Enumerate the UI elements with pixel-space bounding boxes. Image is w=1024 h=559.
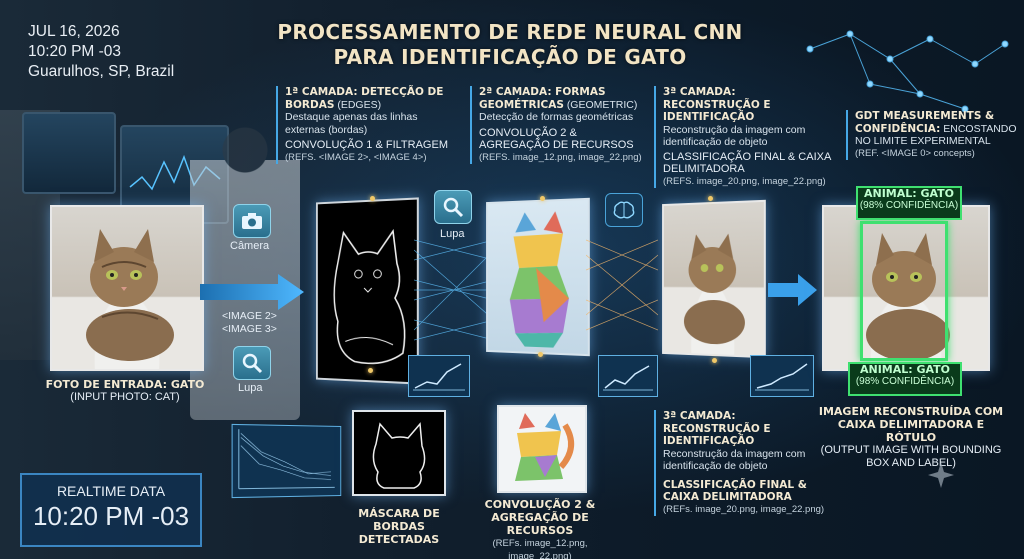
input-refs-line1: <IMAGE 2>	[222, 310, 277, 322]
bounding-box	[860, 221, 948, 361]
sparkle-icon	[928, 462, 954, 488]
layer2-conv: CONVOLUÇÃO 2 & AGREGAÇÃO DE RECURSOS	[479, 126, 634, 152]
layer3-desc: Reconstrução da imagem com identificação…	[663, 123, 806, 149]
layer1-refs: (REFS. <IMAGE 2>, <IMAGE 4>)	[285, 151, 427, 163]
location-text: Guarulhos, SP, Brazil	[28, 63, 175, 80]
scatter-graph-icon	[231, 423, 342, 499]
label-bottom-sub: (98% CONFIDÊNCIA)	[855, 376, 955, 387]
conv2-caption: CONVOLUÇÃO 2 & AGREGAÇÃO DE RECURSOS (RE…	[465, 498, 615, 559]
layer3-bottom-class-header: CLASSIFICAÇÃO FINAL & CAIXA DELIMITADORA	[663, 478, 807, 504]
line-graph-icon	[598, 355, 658, 397]
output-caption-sub: (OUTPUT IMAGE WITH BOUNDING BOX AND LABE…	[820, 444, 1002, 469]
cat-outline-icon	[318, 200, 417, 383]
layer3-refs: (REFS. image_20.png, image_22.png)	[663, 175, 826, 187]
neural-connections-icon	[586, 239, 658, 331]
page-title: PROCESSAMENTO DE REDE NEURAL CNN PARA ID…	[250, 20, 770, 70]
label-box-top: ANIMAL: GATO (98% CONFIDÊNCIA)	[856, 186, 962, 220]
edge-mask-panel	[352, 410, 446, 496]
layer3-bottom-refs: (REFs. image_20.png, image_22.png)	[663, 503, 825, 515]
camera-label: Câmera	[230, 240, 270, 252]
line-graph-icon	[750, 355, 814, 397]
reconstruction-panel	[662, 199, 766, 359]
leader-dot	[538, 352, 543, 357]
conv2-caption-header: CONVOLUÇÃO 2 & AGREGAÇÃO DE RECURSOS	[484, 498, 596, 537]
neural-connections-icon	[414, 239, 494, 341]
cat-icon	[86, 229, 174, 361]
leader-dot	[540, 196, 545, 201]
layer1-conv: CONVOLUÇÃO 1 & FILTRAGEM	[285, 139, 448, 151]
realtime-time: 10:20 PM -03	[32, 501, 190, 531]
mask-caption-line1: MÁSCARA DE	[358, 507, 440, 520]
input-caption-sub: (INPUT PHOTO: CAT)	[70, 391, 180, 403]
layer2-header: 2ª CAMADA: FORMAS GEOMÉTRICAS	[479, 86, 606, 111]
layer1-description: 1ª CAMADA: DETECÇÃO DE BORDAS (EDGES) De…	[276, 86, 455, 164]
leader-dot	[712, 358, 717, 363]
input-caption: FOTO DE ENTRADA: GATO (INPUT PHOTO: CAT)	[30, 378, 220, 404]
label-top-header: ANIMAL: GATO	[863, 187, 955, 200]
output-caption: IMAGEM RECONSTRUÍDA COM CAIXA DELIMITADO…	[818, 405, 1004, 470]
input-refs-line2: <IMAGE 3>	[222, 323, 277, 335]
time-text: 10:20 PM -03	[28, 43, 122, 60]
realtime-panel: REALTIME DATA 10:20 PM -03	[20, 473, 202, 547]
gdt-body: ENCOSTANDO NO LIMITE EXPERIMENTAL	[855, 122, 1017, 148]
gdt-refs: (REF. <IMAGE 0> concepts)	[855, 147, 975, 159]
layer3-conv: CLASSIFICAÇÃO FINAL & CAIXA DELIMITADORA	[663, 150, 831, 176]
layer3-bottom-desc: Reconstrução da imagem com identificação…	[663, 447, 806, 473]
camera-icon	[233, 204, 271, 238]
layer1-header: 1ª CAMADA: DETECÇÃO DE BORDAS	[285, 86, 444, 111]
layer1-desc: Destaque apenas das linhas externas (bor…	[285, 111, 418, 136]
input-photo	[50, 205, 204, 371]
layer1-sub: (EDGES)	[337, 98, 382, 111]
background-monitor-left	[22, 112, 116, 194]
output-photo	[822, 205, 990, 371]
brain-icon	[605, 193, 643, 227]
layer3-bottom-description: 3ª CAMADA: RECONSTRUÇÃO E IDENTIFICAÇÃO …	[654, 410, 825, 516]
mask-caption: MÁSCARA DE BORDAS DETECTADAS	[334, 507, 464, 546]
line-graph-icon	[408, 355, 470, 397]
title-line-1: PROCESSAMENTO DE REDE NEURAL CNN	[277, 20, 743, 44]
magnifier-label-top: Lupa	[440, 228, 465, 240]
layer3-header: 3ª CAMADA: RECONSTRUÇÃO E IDENTIFICAÇÃO	[663, 86, 771, 123]
title-line-2: PARA IDENTIFICAÇÃO DE GATO	[333, 45, 687, 69]
edge-detection-panel	[316, 197, 419, 385]
datetime-block: JUL 16, 2026 10:20 PM -03 Guarulhos, SP,…	[28, 22, 174, 82]
magnifier-label-bottom: Lupa	[238, 382, 263, 394]
feature-aggregation-panel	[497, 405, 587, 493]
leader-dot	[370, 196, 375, 201]
label-bottom-header: ANIMAL: GATO	[859, 363, 951, 376]
layer3-bottom-header: 3ª CAMADA: RECONSTRUÇÃO E IDENTIFICAÇÃO	[663, 410, 771, 447]
layer2-refs: (REFS. image_12.png, image_22.png)	[479, 151, 642, 163]
mask-caption-line2: BORDAS DETECTADAS	[358, 520, 440, 546]
label-top-sub: (98% CONFIDÊNCIA)	[859, 200, 959, 211]
label-box-bottom: ANIMAL: GATO (98% CONFIDÊNCIA)	[848, 362, 962, 396]
leader-dot	[368, 368, 373, 373]
geometric-shapes-panel	[486, 197, 590, 357]
output-caption-header: IMAGEM RECONSTRUÍDA COM CAIXA DELIMITADO…	[818, 405, 1004, 444]
layer2-sub: (GEOMETRIC)	[566, 98, 638, 111]
colored-cat-icon	[515, 413, 574, 481]
gdt-description: GDT MEASUREMENTS & CONFIDÊNCIA: ENCOSTAN…	[846, 110, 1023, 160]
layer3-description: 3ª CAMADA: RECONSTRUÇÃO E IDENTIFICAÇÃO …	[654, 86, 835, 188]
network-constellation-icon	[806, 30, 1009, 113]
realtime-label: REALTIME DATA	[56, 483, 166, 499]
leader-dot	[708, 196, 713, 201]
magnifier-icon	[233, 346, 271, 380]
geometric-cat-icon	[509, 211, 569, 349]
layer2-desc: Detecção de formas geométricas	[479, 111, 634, 123]
magnifier-icon	[434, 190, 472, 224]
input-caption-header: FOTO DE ENTRADA: GATO	[45, 378, 205, 391]
date-text: JUL 16, 2026	[28, 23, 120, 40]
arrow-input-icon	[200, 274, 304, 310]
layer2-description: 2ª CAMADA: FORMAS GEOMÉTRICAS (GEOMETRIC…	[470, 86, 649, 164]
input-refs: <IMAGE 2> <IMAGE 3>	[222, 310, 277, 336]
arrow-output-icon	[768, 274, 817, 306]
cat-icon	[866, 233, 950, 361]
cat-mask-icon	[372, 422, 426, 489]
cat-icon	[683, 233, 745, 346]
conv2-caption-refs: (REFs. image_12.png, image_22.png)	[492, 538, 588, 559]
gdt-header: GDT MEASUREMENTS & CONFIDÊNCIA:	[855, 110, 995, 135]
